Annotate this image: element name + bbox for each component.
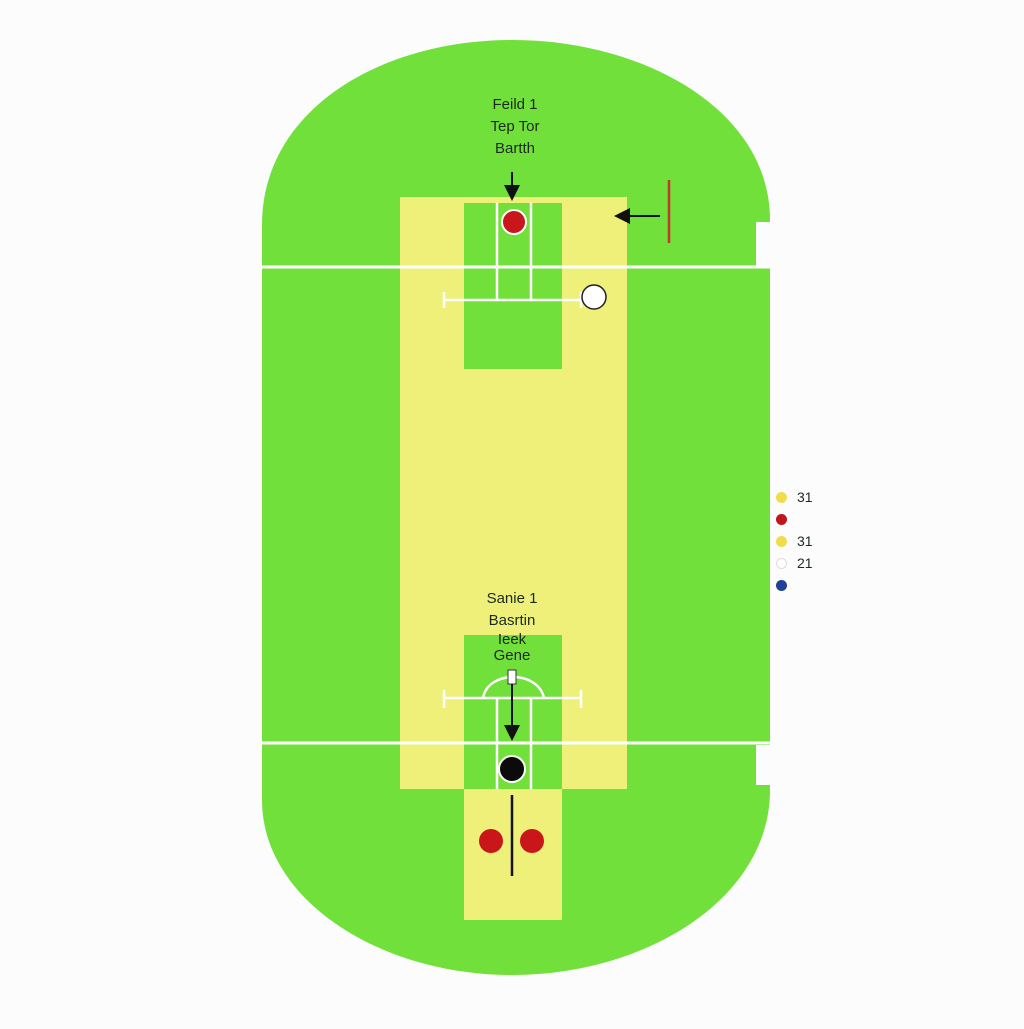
bottom-label: Sanie 1 Basrtin Ieek Gene bbox=[440, 588, 584, 664]
legend-swatch bbox=[776, 579, 787, 591]
legend-item: 21 bbox=[776, 552, 813, 574]
legend-swatch bbox=[776, 513, 787, 525]
red-ball-bottom-right bbox=[520, 829, 544, 853]
top-label-line1: Feild 1 bbox=[492, 96, 538, 113]
legend-value: 31 bbox=[797, 533, 813, 549]
top-label-line3: Bartth bbox=[494, 140, 536, 157]
black-ball bbox=[498, 755, 526, 783]
legend-swatch bbox=[776, 557, 787, 569]
legend-item: 31 bbox=[776, 486, 813, 508]
red-ball-top bbox=[501, 209, 527, 235]
bottom-label-line4: Gene bbox=[493, 647, 531, 664]
red-ball-bottom-left bbox=[479, 829, 503, 853]
bottom-label-line2: Basrtin bbox=[488, 612, 536, 629]
legend-item bbox=[776, 508, 813, 530]
legend-value: 21 bbox=[797, 555, 813, 571]
top-label: Feild 1 Tep Tor Bartth bbox=[440, 94, 590, 160]
stump-marker bbox=[507, 669, 517, 685]
legend: 31 31 21 bbox=[776, 486, 813, 596]
legend-item bbox=[776, 574, 813, 596]
top-crease-lines bbox=[442, 203, 583, 308]
top-label-line2: Tep Tor bbox=[490, 118, 540, 135]
bottom-label-line3: Ieek bbox=[497, 631, 527, 648]
legend-swatch bbox=[776, 535, 787, 547]
edge-notch-bottom-right bbox=[756, 745, 776, 785]
legend-item: 31 bbox=[776, 530, 813, 552]
bottom-label-line1: Sanie 1 bbox=[486, 590, 538, 607]
edge-notch-top-right bbox=[756, 222, 776, 267]
white-ball bbox=[581, 284, 607, 310]
legend-value: 31 bbox=[797, 489, 813, 505]
legend-swatch bbox=[776, 491, 787, 503]
